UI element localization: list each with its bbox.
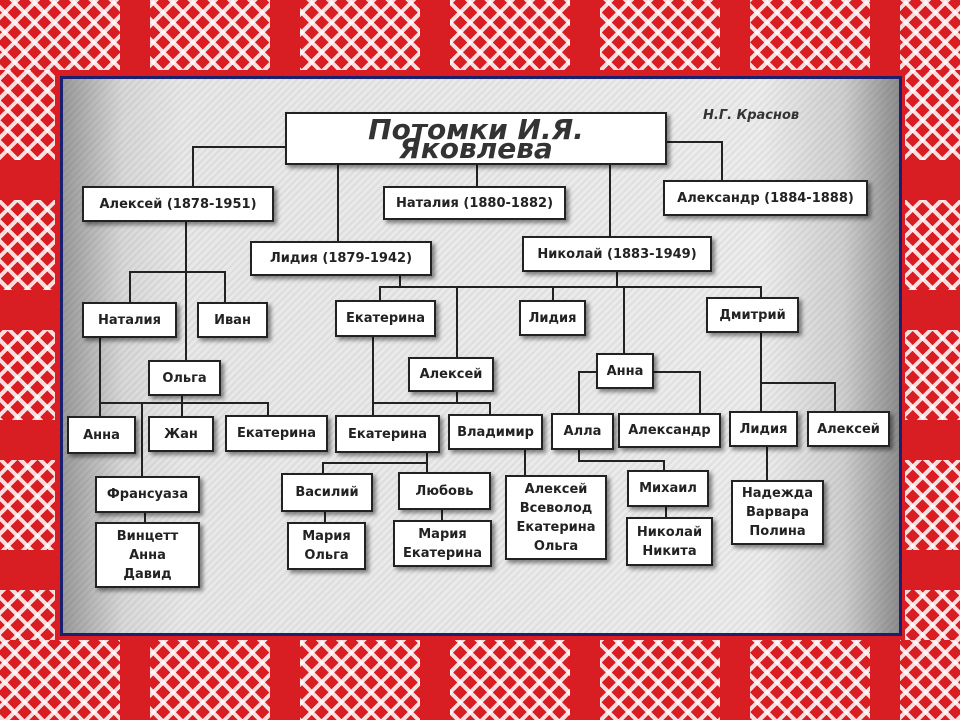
person-node: Алексей	[408, 357, 494, 392]
person-node: Ольга	[148, 360, 221, 396]
person-node: Франсуаза	[95, 476, 200, 513]
person-node: Александр	[618, 413, 721, 448]
person-node: Николай (1883-1949)	[522, 236, 712, 272]
connector	[761, 382, 836, 411]
ornament-border-bottom	[0, 640, 960, 720]
person-node: Михаил	[627, 470, 709, 507]
person-node: Алексей (1878-1951)	[82, 186, 274, 222]
ornament-border-left	[0, 70, 55, 640]
person-node: Мария Екатерина	[393, 520, 492, 567]
person-node: Лидия	[519, 300, 586, 336]
person-node: Винцетт Анна Давид	[95, 522, 200, 588]
person-node: Лидия	[729, 411, 798, 447]
person-node: Наталия (1880-1882)	[383, 186, 566, 220]
person-node: Владимир	[448, 414, 543, 450]
person-node: Любовь	[398, 472, 491, 510]
connector	[578, 450, 665, 470]
person-node: Анна	[67, 416, 136, 454]
person-node: Дмитрий	[706, 297, 799, 333]
connector	[322, 453, 428, 473]
person-node: Екатерина	[225, 415, 328, 452]
person-node: Николай Никита	[626, 517, 713, 566]
person-node: Екатерина	[335, 415, 440, 453]
ornament-border-top	[0, 0, 960, 70]
person-node: Алексей Всеволод Екатерина Ольга	[505, 475, 607, 560]
connector	[379, 286, 762, 300]
person-node: Мария Ольга	[287, 522, 366, 570]
person-node: Наталия	[82, 302, 177, 338]
person-node: Екатерина	[335, 300, 436, 337]
person-node: Александр (1884-1888)	[663, 180, 868, 216]
person-node: Василий	[281, 473, 373, 512]
author-label: Н.Г. Краснов	[703, 108, 800, 123]
ornament-border-right	[905, 70, 960, 640]
connector	[667, 141, 723, 180]
connector	[100, 402, 269, 415]
connector	[654, 371, 701, 413]
connector	[129, 271, 226, 302]
person-node: Анна	[596, 353, 654, 389]
person-node: Надежда Варвара Полина	[731, 480, 824, 545]
tree-title: Потомки И.Я. Яковлева	[285, 112, 667, 165]
connector	[192, 146, 285, 186]
person-node: Алла	[551, 413, 614, 450]
person-node: Лидия (1879-1942)	[250, 241, 432, 276]
connector	[373, 402, 491, 414]
person-node: Жан	[148, 416, 214, 452]
person-node: Иван	[197, 302, 268, 338]
person-node: Алексей	[807, 411, 890, 447]
connector	[578, 371, 596, 413]
